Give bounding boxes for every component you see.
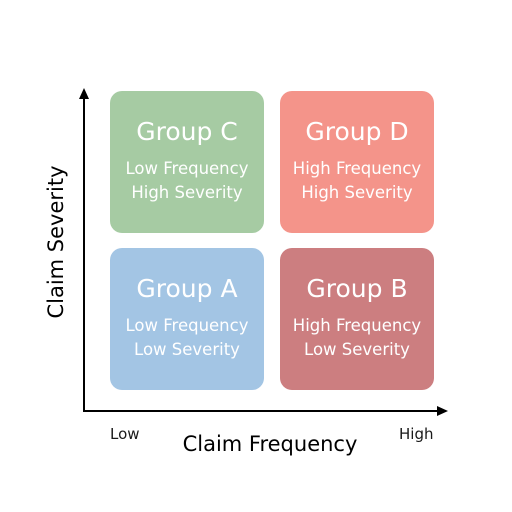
quadrant-severity-label: High Severity (301, 183, 413, 202)
quadrant-frequency-label: High Frequency (292, 316, 422, 335)
quadrant-title: Group C (136, 117, 238, 146)
quadrant-severity-label: High Severity (131, 183, 243, 202)
x-axis-label: Claim Frequency (182, 432, 358, 456)
x-axis-arrowhead (437, 406, 448, 416)
quadrant-frequency-label: Low Frequency (125, 316, 249, 335)
quadrant-frequency-label: Low Frequency (125, 159, 249, 178)
quadrant-title: Group B (306, 274, 408, 303)
x-axis-low-label: Low (110, 425, 140, 443)
y-axis-arrowhead (79, 88, 89, 99)
quadrant-group-c: Group C Low Frequency High Severity (110, 91, 264, 233)
y-axis-label: Claim Severity (44, 165, 68, 319)
quadrant-title: Group D (305, 117, 409, 146)
quadrant-frequency-label: High Frequency (292, 159, 422, 178)
quadrant-title: Group A (136, 274, 238, 303)
quadrant-severity-label: Low Severity (134, 340, 240, 359)
quadrant-group-a: Group A Low Frequency Low Severity (110, 248, 264, 390)
x-axis-high-label: High (399, 425, 434, 443)
quadrant-group-d: Group D High Frequency High Severity (280, 91, 434, 233)
quadrant-group-b: Group B High Frequency Low Severity (280, 248, 434, 390)
quadrant-severity-label: Low Severity (304, 340, 410, 359)
